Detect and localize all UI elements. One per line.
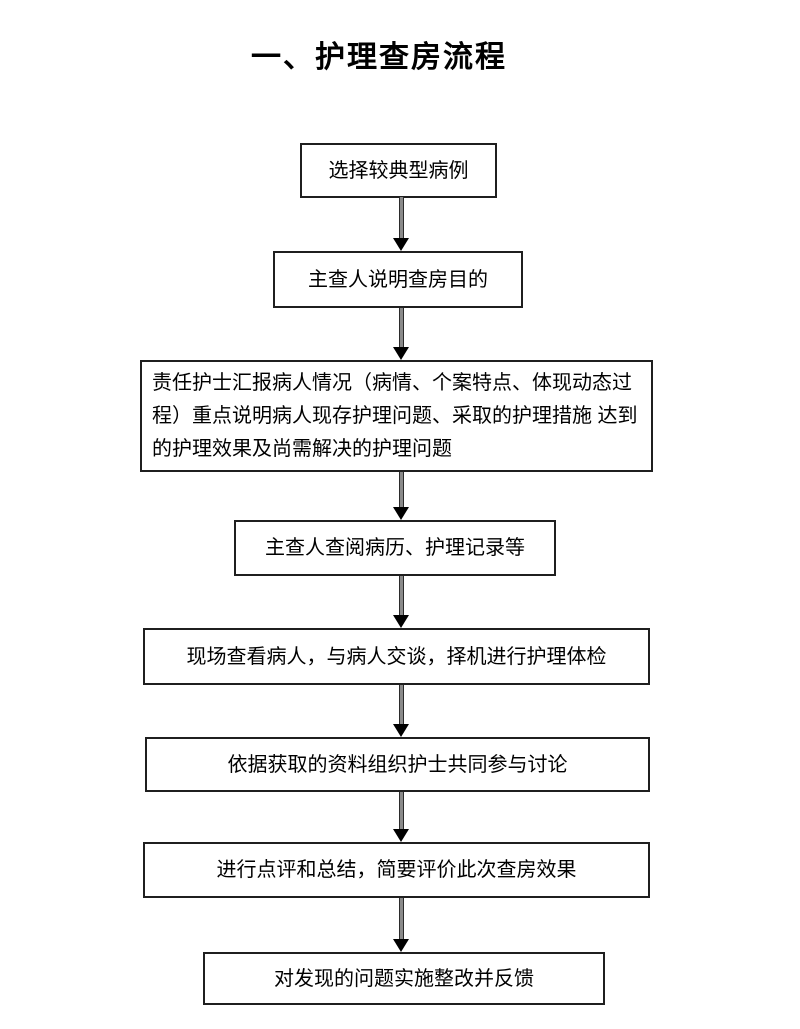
arrow-head-icon [393, 939, 409, 952]
arrow-head-icon [393, 615, 409, 628]
flow-step-2: 主查人说明查房目的 [273, 251, 523, 308]
down-arrow-2 [393, 308, 409, 360]
arrow-head-icon [393, 724, 409, 737]
arrow-head-icon [393, 238, 409, 251]
down-arrow-6 [393, 792, 409, 842]
flow-step-3-label: 责任护士汇报病人情况（病情、个案特点、体现动态过程）重点说明病人现存护理问题、采… [152, 372, 638, 460]
flow-step-1-label: 选择较典型病例 [328, 159, 469, 182]
flow-step-5: 现场查看病人，与病人交谈，择机进行护理体检 [143, 628, 650, 685]
arrow-shaft [398, 197, 404, 238]
flow-step-6: 依据获取的资料组织护士共同参与讨论 [145, 737, 650, 792]
arrow-shaft [398, 472, 404, 507]
arrow-shaft [398, 576, 404, 615]
down-arrow-7 [393, 898, 409, 952]
arrow-head-icon [393, 347, 409, 360]
flow-step-5-label: 现场查看病人，与病人交谈，择机进行护理体检 [186, 645, 607, 668]
flow-step-2-label: 主查人说明查房目的 [308, 268, 488, 291]
flow-step-4: 主查人查阅病历、护理记录等 [234, 520, 556, 576]
flow-step-7-label: 进行点评和总结，简要评价此次查房效果 [216, 859, 577, 881]
arrow-shaft [398, 792, 404, 829]
down-arrow-1 [393, 197, 409, 251]
flow-step-8-label: 对发现的问题实施整改并反馈 [274, 967, 534, 990]
arrow-head-icon [393, 507, 409, 520]
flow-step-4-label: 主查人查阅病历、护理记录等 [265, 537, 525, 559]
flow-step-7: 进行点评和总结，简要评价此次查房效果 [143, 842, 650, 898]
arrow-head-icon [393, 829, 409, 842]
flow-step-6-label: 依据获取的资料组织护士共同参与讨论 [227, 753, 568, 776]
down-arrow-3 [393, 472, 409, 520]
down-arrow-5 [393, 685, 409, 737]
down-arrow-4 [393, 576, 409, 628]
arrow-shaft [398, 308, 404, 347]
arrow-shaft [398, 898, 404, 939]
page-title: 一、护理查房流程 [251, 41, 507, 74]
flow-step-1: 选择较典型病例 [300, 143, 497, 198]
flow-step-3: 责任护士汇报病人情况（病情、个案特点、体现动态过程）重点说明病人现存护理问题、采… [140, 360, 653, 472]
arrow-shaft [398, 685, 404, 724]
flow-step-8: 对发现的问题实施整改并反馈 [203, 952, 605, 1005]
